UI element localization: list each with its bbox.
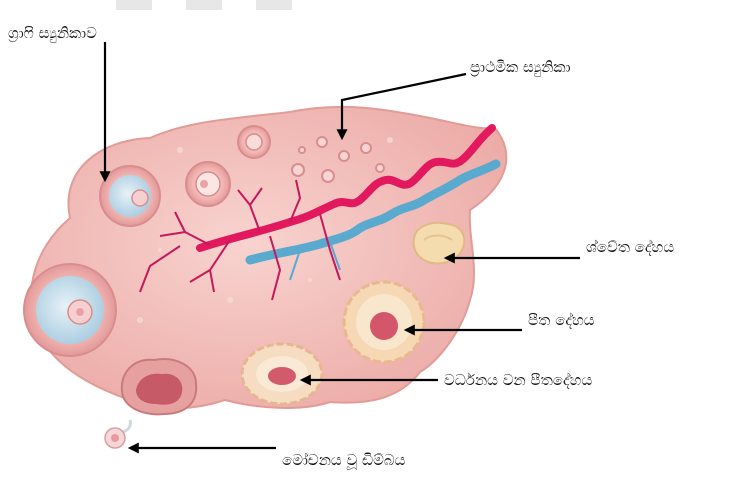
ovulated-egg-label: මෝචනය වූ ඩිම්බය: [282, 453, 405, 468]
ovulated-egg: [105, 420, 130, 448]
primary-follicle-label: ප්‍රාථමික ස්‍යුනිකා: [470, 60, 571, 75]
corpus-luteum-label: පීත දේහය: [528, 313, 595, 328]
ruptured-follicle: [122, 359, 196, 414]
corpus-albicans-label: ශ්වේත දේහය: [586, 240, 674, 255]
developing-corpus-luteum-label: වර්ධනය වන පීතදේහය: [444, 373, 592, 388]
developing-corpus-luteum: [242, 344, 322, 404]
developing-follicle: [238, 126, 270, 158]
corpus-luteum: [344, 282, 424, 362]
graafian-follicle-label: ග්‍රාෆි ස්‍යුනිකාව: [8, 26, 97, 41]
graafian-follicle: [100, 166, 160, 226]
secondary-follicle: [186, 162, 230, 206]
mature-follicle: [24, 264, 116, 356]
top-fade-blocks: [116, 0, 292, 10]
